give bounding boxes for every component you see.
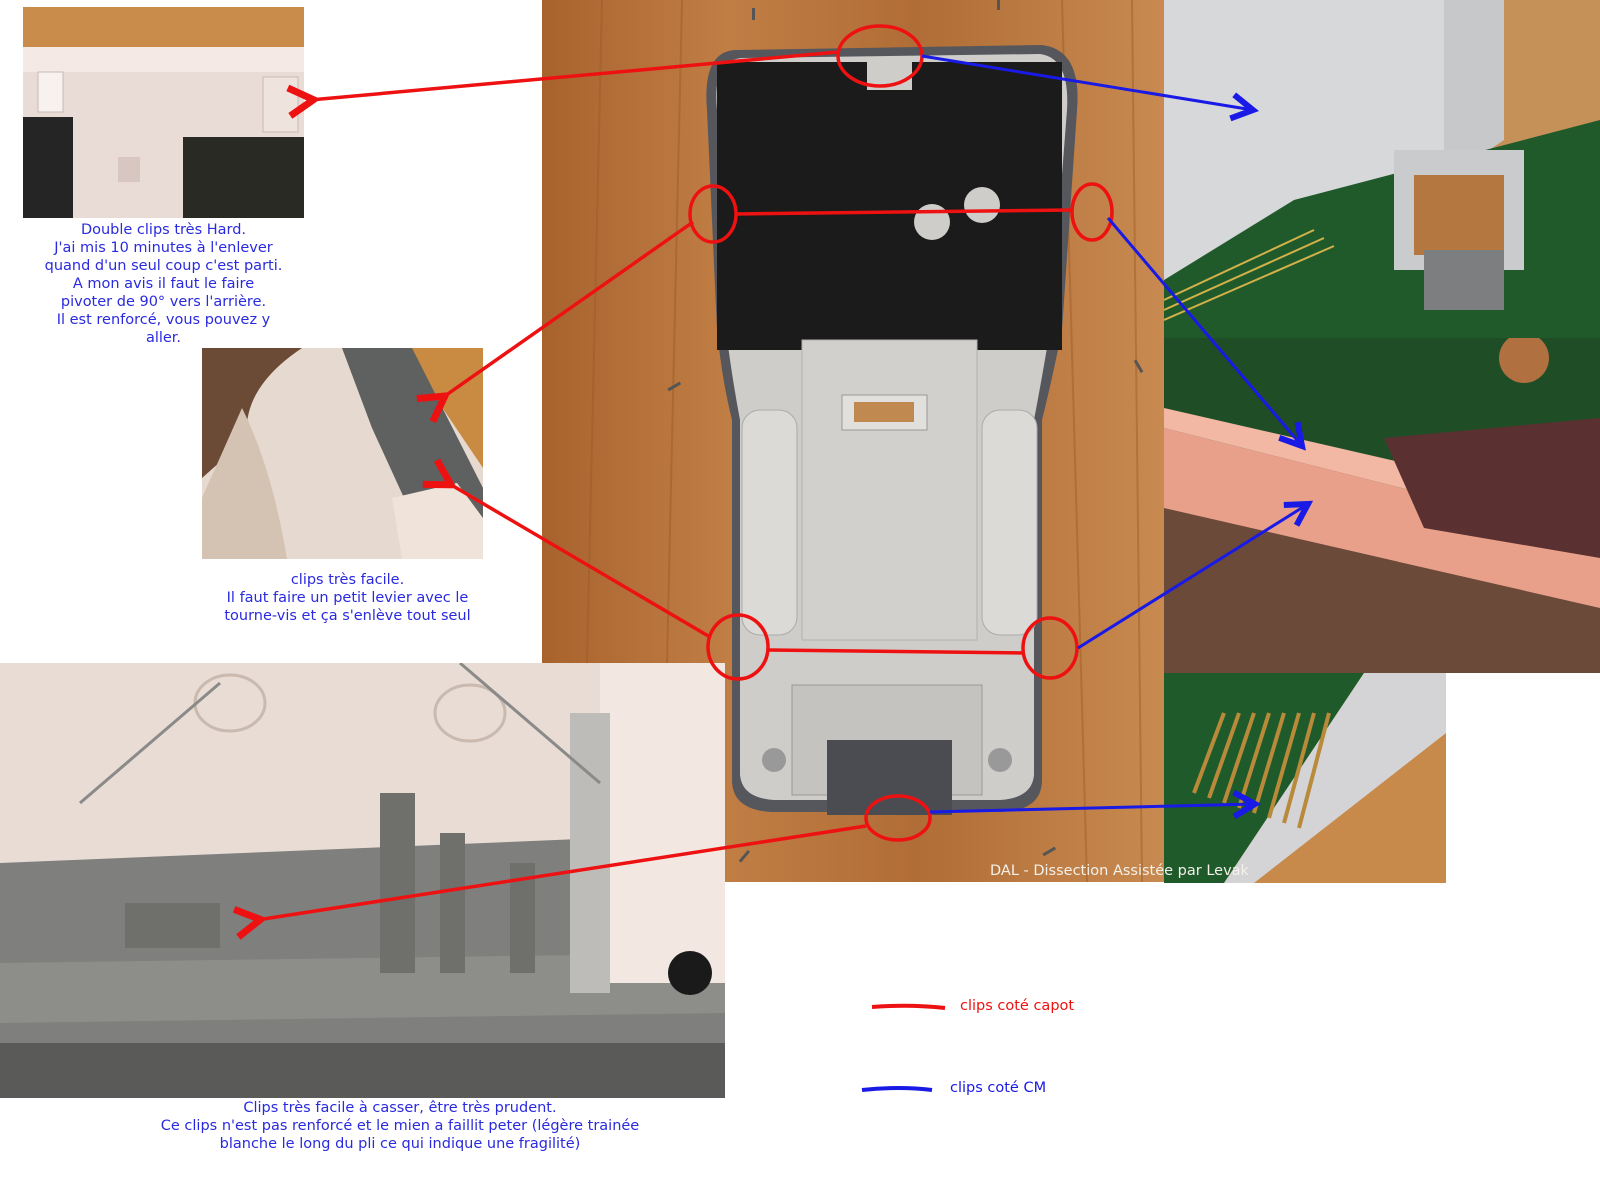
caption-line: clips très facile. bbox=[290, 572, 405, 588]
caption-line: Clips très facile à casser, être très pr… bbox=[243, 1100, 557, 1116]
closeup-side-clip bbox=[202, 348, 483, 559]
caption-middle-left: clips très facile. Il faut faire un peti… bbox=[200, 571, 495, 625]
closeup-bottom-clip bbox=[0, 663, 725, 1098]
caption-bottom: Clips très facile à casser, être très pr… bbox=[40, 1099, 760, 1153]
caption-line: A mon avis il faut le faire bbox=[72, 276, 255, 292]
legend-blue-label: clips coté CM bbox=[950, 1080, 1047, 1096]
caption-line: Double clips très Hard. bbox=[80, 222, 247, 238]
caption-line: blanche le long du pli ce qui indique un… bbox=[219, 1136, 581, 1152]
legend-red-label: clips coté capot bbox=[960, 998, 1075, 1014]
closeup-pcb-side bbox=[1164, 338, 1600, 673]
caption-line: aller. bbox=[145, 330, 182, 346]
caption-line: tourne-vis et ça s'enlève tout seul bbox=[224, 608, 471, 624]
caption-line: J'ai mis 10 minutes à l'enlever bbox=[54, 240, 273, 256]
watermark: DAL - Dissection Assistée par Levak bbox=[990, 863, 1249, 879]
legend-red-swatch bbox=[871, 1003, 946, 1010]
caption-line: Il est renforcé, vous pouvez y bbox=[56, 312, 271, 328]
caption-line: Il faut faire un petit levier avec le bbox=[226, 590, 469, 606]
caption-line: pivoter de 90° vers l'arrière. bbox=[60, 294, 267, 310]
closeup-usb-connector bbox=[1164, 0, 1600, 338]
closeup-top-clip bbox=[23, 7, 304, 218]
closeup-pcb-contacts bbox=[1164, 673, 1446, 883]
legend-blue-swatch bbox=[861, 1086, 933, 1092]
caption-line: quand d'un seul coup c'est parti. bbox=[44, 258, 283, 274]
caption-top-left: Double clips très Hard. J'ai mis 10 minu… bbox=[23, 221, 304, 347]
caption-line: Ce clips n'est pas renforcé et le mien a… bbox=[160, 1118, 640, 1134]
